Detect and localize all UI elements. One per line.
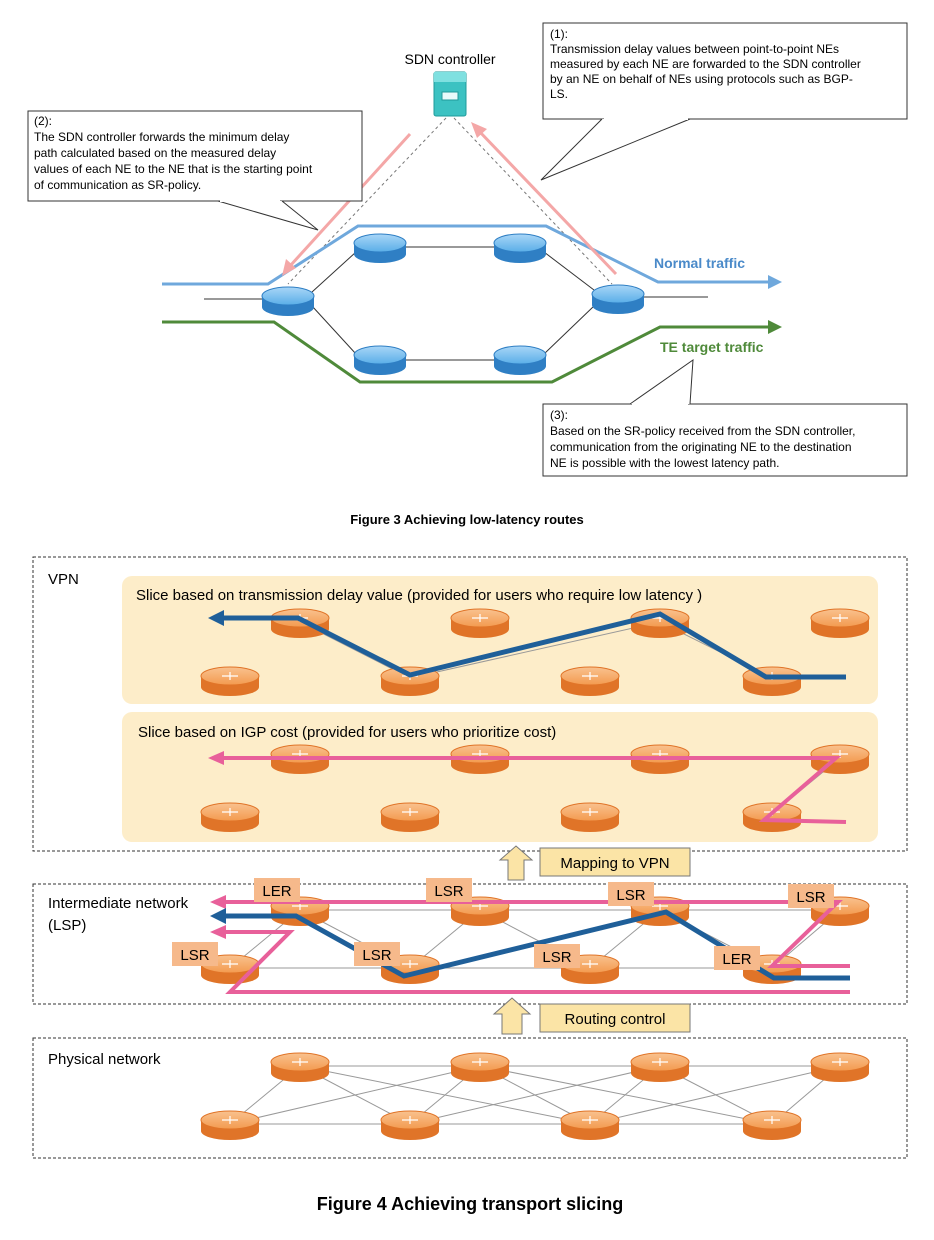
callout-2-line: values of each NE to the NE that is the … [34, 162, 313, 176]
routing-up-arrow [492, 997, 532, 1035]
mapping-up-arrow [498, 845, 534, 881]
figure4-caption: Figure 4 Achieving transport slicing [317, 1194, 623, 1214]
normal-traffic-path [162, 224, 772, 286]
figure4: VPN Slice based on transmission delay va… [32, 556, 908, 1214]
te-traffic-label: TE target traffic [660, 339, 764, 355]
lsp-pink-bottom-arrowhead [210, 925, 226, 939]
callout-1-line: measured by each NE are forwarded to the… [550, 57, 861, 71]
node-tag: LSR [608, 882, 654, 906]
figure3-caption: Figure 3 Achieving low-latency routes [350, 512, 584, 527]
mapping-label: Mapping to VPN [560, 855, 669, 872]
figure3: SDN controller Normal traffic TE target … [27, 22, 908, 527]
arrow-to-controller-head [471, 122, 487, 138]
te-traffic-path [162, 320, 772, 384]
router-icon [810, 608, 870, 638]
callout-1: (1): Transmission delay values between p… [540, 22, 908, 181]
router-icon [450, 1052, 510, 1082]
node-tag: LSR [788, 884, 834, 908]
router-icon [270, 608, 330, 638]
igp-slice-arrowhead [208, 751, 224, 765]
router-icon [560, 666, 620, 696]
callout-2: (2): The SDN controller forwards the min… [27, 110, 363, 231]
callout-2-line: The SDN controller forwards the minimum … [34, 130, 289, 144]
normal-traffic-arrowhead [768, 275, 782, 289]
router-icon [493, 345, 547, 375]
router-icon [200, 1110, 260, 1140]
router-icon [560, 802, 620, 832]
node-tag-text: LSR [616, 887, 645, 904]
te-traffic-arrowhead [768, 320, 782, 334]
callout-1-line: (1): [550, 27, 568, 41]
callout-3-line: (3): [550, 408, 568, 422]
node-tag: LSR [534, 944, 580, 968]
node-tag: LER [714, 946, 760, 970]
control-link-left [287, 117, 447, 285]
slice-delay-title: Slice based on transmission delay value … [136, 587, 702, 604]
router-icon [353, 345, 407, 375]
callout-2-line: of communication as SR-policy. [34, 178, 201, 192]
callout-1-line: by an NE on behalf of NEs using protocol… [550, 72, 853, 86]
lsp-pink-bottom-path [224, 930, 850, 994]
node-tag: LSR [172, 942, 218, 966]
router-icon [810, 1052, 870, 1082]
low-latency-slice-arrowhead [208, 610, 224, 626]
lsp-blue-arrowhead [210, 908, 226, 924]
lsp-pink-top-path [224, 900, 850, 968]
router-icon [380, 1110, 440, 1140]
callout-3-line: NE is possible with the lowest latency p… [550, 456, 779, 470]
mapping-label-box [539, 847, 691, 877]
physical-network-label: Physical network [48, 1051, 161, 1068]
normal-traffic-label: Normal traffic [654, 255, 745, 271]
router-icon [742, 802, 802, 832]
node-tag: LSR [354, 942, 400, 966]
router-icon [493, 233, 547, 263]
sdn-controller-label: SDN controller [404, 51, 495, 67]
router-icon [261, 286, 315, 316]
slice-igp-panel [122, 712, 878, 842]
sdn-controller-icon [433, 71, 467, 117]
router-icon [353, 233, 407, 263]
routing-label: Routing control [565, 1011, 666, 1028]
router-icon [380, 802, 440, 832]
router-icon [450, 608, 510, 638]
node-tag-text: LSR [796, 889, 825, 906]
node-tag-text: LSR [434, 883, 463, 900]
slice-igp-title: Slice based on IGP cost (provided for us… [138, 724, 556, 741]
node-tag: LER [254, 878, 300, 902]
igp-slice-path [222, 756, 847, 824]
node-tag-text: LSR [180, 947, 209, 964]
node-tag-text: LER [262, 883, 291, 900]
router-icon [270, 1052, 330, 1082]
callout-1-line: Transmission delay values between point-… [550, 42, 839, 56]
physical-links-fig3 [204, 246, 708, 361]
node-tag-text: LSR [542, 949, 571, 966]
arrow-to-controller [476, 128, 618, 276]
router-icon [630, 1052, 690, 1082]
router-icon [560, 1110, 620, 1140]
callout-3: (3): Based on the SR-policy received fro… [542, 358, 908, 477]
router-icon [742, 1110, 802, 1140]
intermediate-network-sublabel: (LSP) [48, 917, 86, 934]
callout-3-line: Based on the SR-policy received from the… [550, 424, 855, 438]
intermediate-network-label: Intermediate network [48, 895, 189, 912]
arrow-from-controller-head [282, 259, 296, 276]
control-link-right [453, 117, 613, 285]
callout-3-line: communication from the originating NE to… [550, 440, 852, 454]
callout-2-line: path calculated based on the measured de… [34, 146, 276, 160]
router-icon [450, 896, 510, 926]
node-tag-text: LSR [362, 947, 391, 964]
router-icon [591, 284, 645, 314]
node-tag-text: LER [722, 951, 751, 968]
lsp-pink-top-arrowhead [210, 895, 226, 909]
node-tag: LSR [426, 878, 472, 902]
low-latency-slice-path [222, 611, 846, 680]
vpn-label: VPN [48, 571, 79, 588]
router-icon [200, 802, 260, 832]
router-icon [200, 666, 260, 696]
slice-delay-panel [122, 576, 878, 704]
callout-2-line: (2): [34, 114, 52, 128]
callout-1-line: LS. [550, 87, 568, 101]
routing-label-box [539, 1003, 691, 1033]
